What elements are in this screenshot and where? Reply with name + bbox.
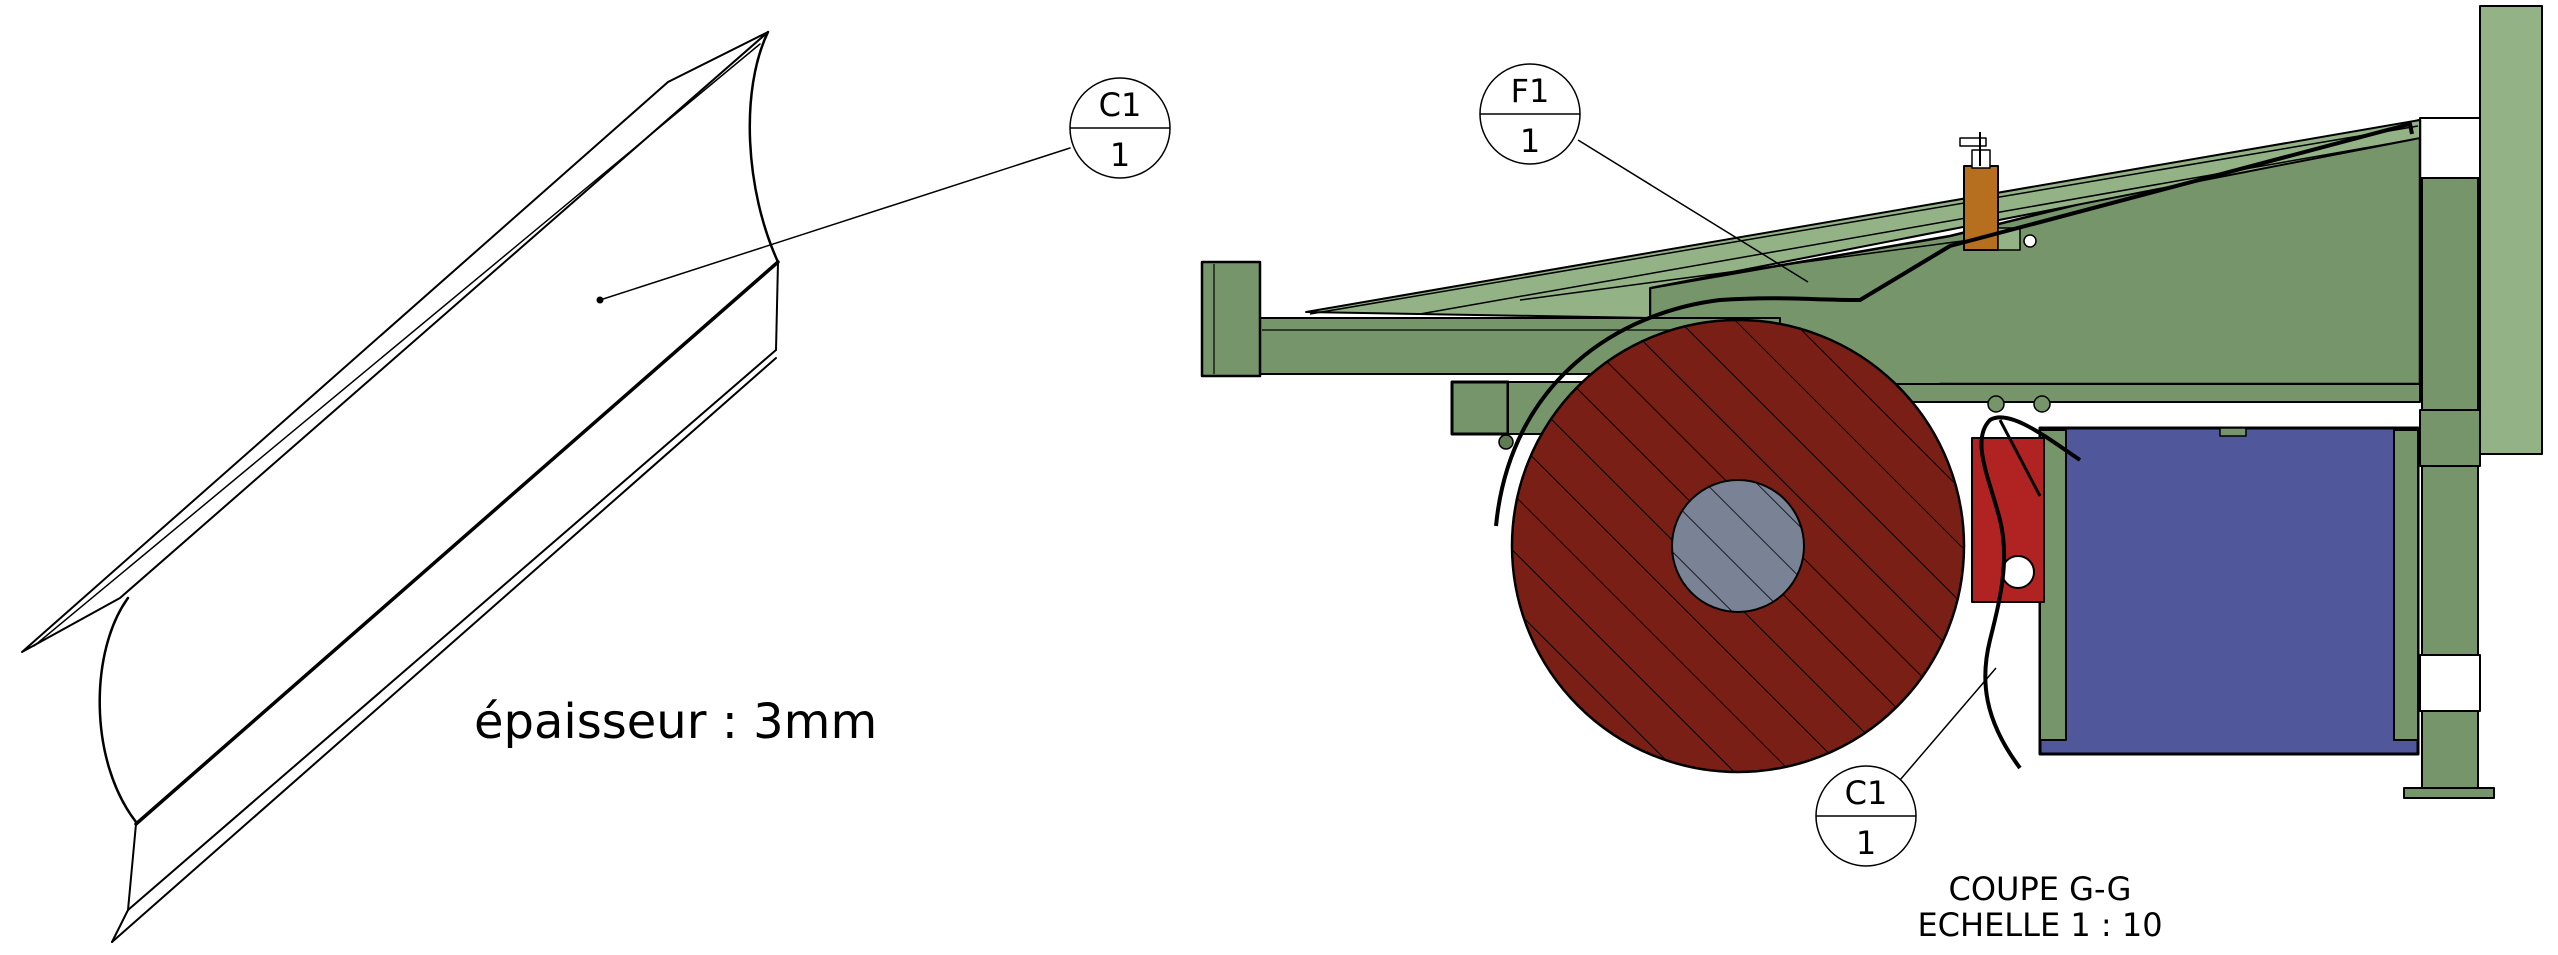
adjuster-nut [2023, 234, 2037, 248]
balloon-c1-left: C1 1 [1069, 77, 1171, 179]
blade-top-flange [21, 31, 769, 653]
balloon-c1-right-top: C1 [1845, 774, 1888, 812]
post-cap-top [2419, 117, 2481, 179]
section-view [1200, 5, 2543, 799]
scraper-blade-view [21, 30, 1071, 943]
blade-face-right-edge [775, 261, 779, 351]
balloon-f1-top: F1 [1511, 72, 1550, 110]
frame-top-line-3 [1519, 235, 2001, 301]
balloon-c1-left-bottom: 1 [1110, 136, 1130, 174]
balloon-c1-right-bottom: 1 [1856, 824, 1876, 862]
beam-lower-bracket [1450, 380, 1510, 436]
blade-bottom-lip-end [111, 909, 129, 943]
bracket-bolt [1498, 434, 1514, 450]
balloon-c1-left-top: C1 [1099, 86, 1142, 124]
blade-top-fold [33, 43, 761, 647]
post-cap-low [2419, 654, 2481, 712]
panel-right-rail [2393, 429, 2419, 741]
blade-right-curve [748, 30, 780, 264]
rear-plate [2479, 5, 2543, 455]
frame-top-line-1 [1309, 125, 2419, 315]
leader-line-c1-right [1899, 667, 1997, 781]
balloon-f1-bottom: 1 [1520, 122, 1540, 160]
scale-label: ECHELLE 1 : 10 [1917, 906, 2162, 944]
blue-panel [2038, 426, 2420, 756]
wheel-hub-hatch [1672, 480, 1804, 612]
leader-line-f1 [1577, 139, 1809, 283]
blade-bottom-lip [111, 349, 777, 943]
blade-face-bottom-edge [134, 260, 780, 826]
blade-left-curve [98, 596, 138, 824]
front-scraper-curve [1494, 122, 2414, 527]
post-collar-mid [2419, 409, 2481, 467]
balloon-f1: F1 1 [1479, 63, 1581, 165]
post-foot [2403, 787, 2495, 799]
balloon-c1-right: C1 1 [1815, 765, 1917, 867]
beam-end-cap [1200, 260, 1262, 378]
panel-clip [2219, 427, 2247, 437]
leader-line-c1-left [599, 147, 1071, 301]
red-bracket-hole [2001, 555, 2035, 589]
thickness-note: épaisseur : 3mm [474, 694, 877, 750]
section-title: COUPE G-G [1949, 870, 2132, 908]
